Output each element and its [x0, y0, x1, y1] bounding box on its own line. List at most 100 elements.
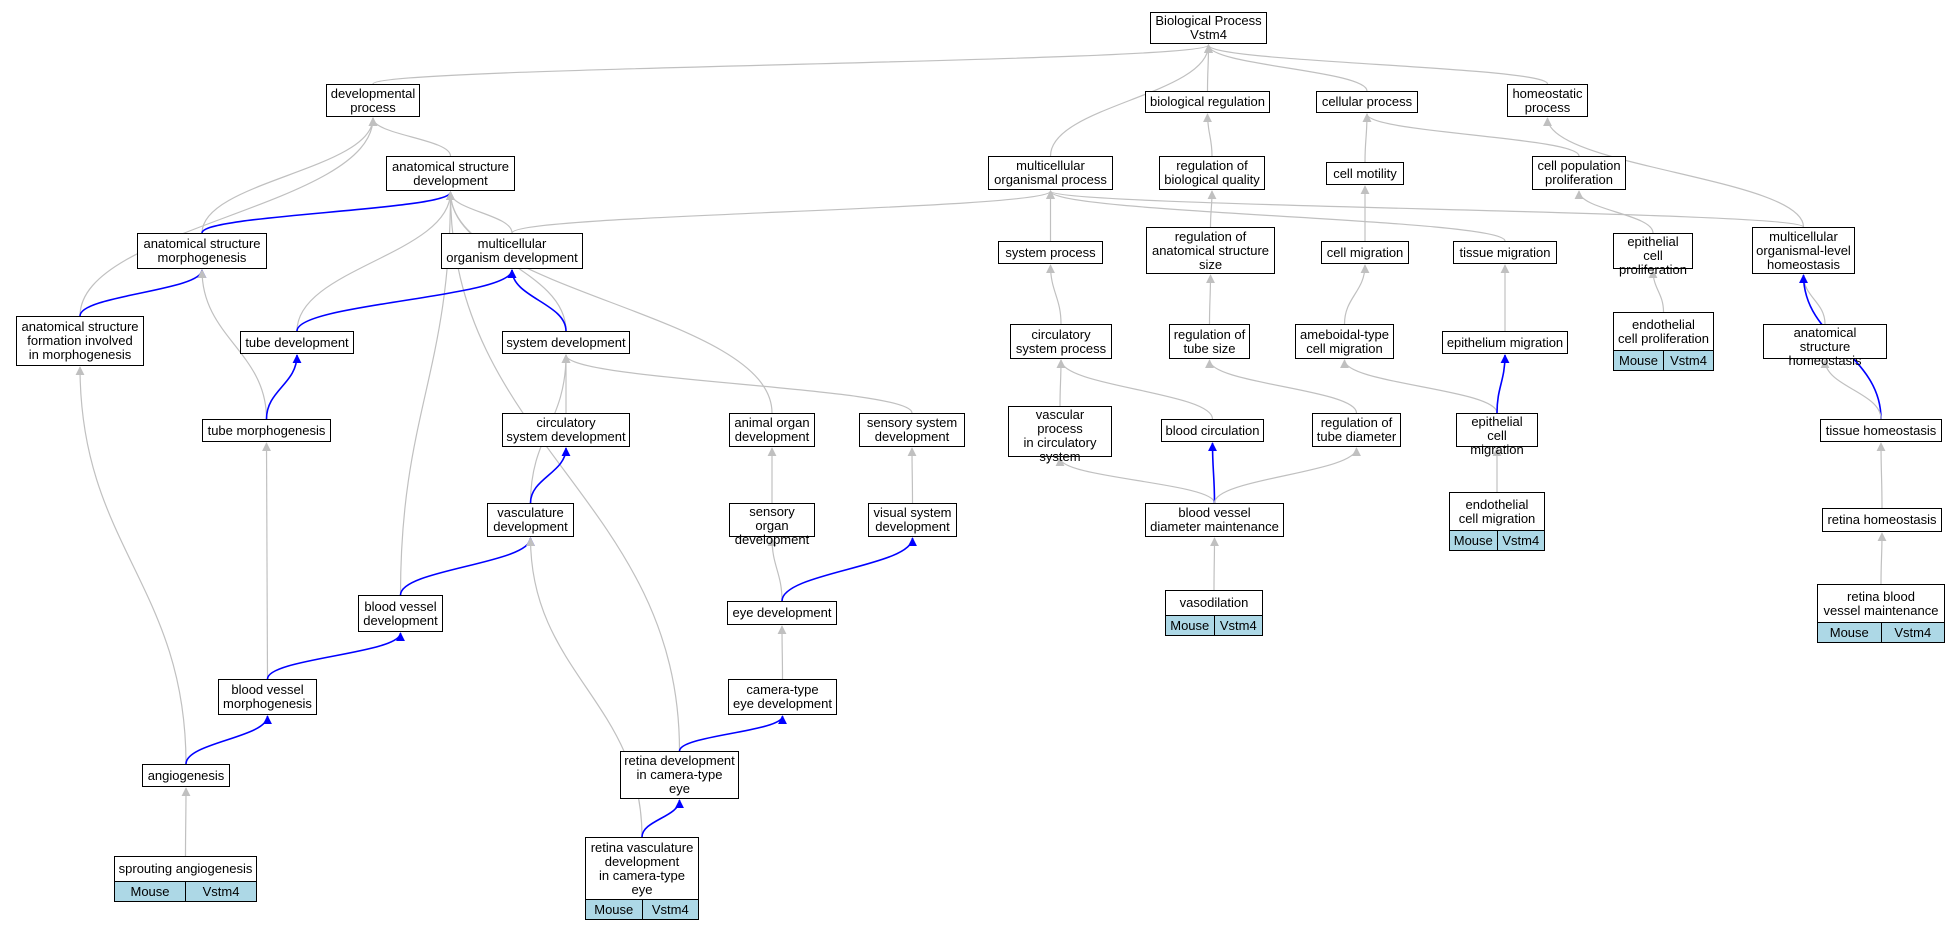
node-label: retina development in camera-type eye — [624, 753, 735, 796]
edge-rbvm-to-retinahomeo — [1877, 532, 1887, 585]
node-homeo[interactable]: homeostatic process — [1507, 84, 1588, 117]
node-label: cell motility — [1333, 165, 1397, 181]
node-label: blood circulation — [1165, 422, 1260, 438]
edge-devproc-to-bp — [372, 44, 1213, 85]
node-tissmig[interactable]: tissue migration — [1453, 241, 1557, 264]
node-ssd[interactable]: sensory system development — [859, 413, 965, 447]
node-asd[interactable]: anatomical structure development — [386, 156, 515, 191]
node-angio[interactable]: angiogenesis — [142, 764, 230, 787]
node-vsd[interactable]: visual system development — [868, 503, 957, 537]
node-vascdev[interactable]: vasculature development — [487, 503, 574, 537]
node-epicellmig[interactable]: epithelial cell migration — [1456, 413, 1538, 457]
node-rvdev[interactable]: retina vasculature development in camera… — [585, 837, 699, 920]
edge-mcop-to-bp — [1049, 44, 1213, 157]
edge-bvmorph-to-tubemorph — [262, 442, 272, 680]
node-label: circulatory system development — [506, 415, 626, 444]
node-bp[interactable]: Biological Process Vstm4 — [1150, 12, 1267, 44]
node-epiprolif[interactable]: epithelial cell proliferation — [1613, 233, 1693, 277]
edge-tisshomeo-to-ash — [1820, 359, 1882, 420]
node-tubedev[interactable]: tube development — [240, 331, 354, 354]
node-label: Biological Process Vstm4 — [1155, 13, 1262, 42]
node-label: endothelial cell proliferation — [1617, 316, 1710, 346]
node-cellpop[interactable]: cell population proliferation — [1532, 156, 1626, 190]
node-biolreg[interactable]: biological regulation — [1145, 91, 1270, 113]
node-aod[interactable]: animal organ development — [729, 413, 815, 447]
edge-eyedev-to-sod — [767, 537, 783, 602]
node-asfim[interactable]: anatomical structure formation involved … — [16, 316, 144, 366]
node-label: cellular process — [1321, 94, 1413, 109]
node-label: camera-type eye development — [732, 682, 832, 711]
node-vpcs[interactable]: vascular process in circulatory system — [1008, 406, 1112, 464]
node-cellproc[interactable]: cellular process — [1316, 91, 1418, 113]
node-tisshomeo[interactable]: tissue homeostasis — [1820, 419, 1942, 442]
node-sysproc[interactable]: system process — [998, 241, 1103, 264]
node-mcop[interactable]: multicellular organismal process — [988, 156, 1113, 190]
edge-tubemorph-to-tubedev — [265, 354, 302, 420]
node-label: cell population proliferation — [1537, 158, 1621, 187]
edge-vascdev-to-circdev — [529, 447, 571, 504]
node-label: homeostatic process — [1512, 85, 1583, 115]
node-circsys[interactable]: circulatory system process — [1010, 324, 1112, 359]
node-regbq[interactable]: regulation of biological quality — [1159, 156, 1265, 190]
node-label: endothelial cell migration — [1458, 496, 1536, 526]
node-label: angiogenesis — [147, 767, 225, 783]
node-label: circulatory system process — [1015, 326, 1107, 356]
node-label: regulation of anatomical structure size — [1151, 228, 1270, 272]
node-label: retina vasculature development in camera… — [590, 839, 694, 897]
node-label: retina homeostasis — [1827, 512, 1937, 527]
node-bvdm[interactable]: blood vessel diameter maintenance — [1145, 503, 1284, 537]
node-regtube[interactable]: regulation of tube size — [1169, 324, 1250, 359]
node-label: regulation of biological quality — [1164, 158, 1260, 187]
node-bloodcirc[interactable]: blood circulation — [1161, 419, 1264, 442]
node-sysdev[interactable]: system development — [502, 331, 630, 354]
edge-aod-to-asd — [446, 191, 773, 414]
edge-ash-to-mcolh — [1799, 274, 1826, 325]
node-regtd[interactable]: regulation of tube diameter — [1312, 413, 1401, 447]
annotation-organism: Mouse — [1453, 532, 1493, 548]
edge-vpcs-to-circsys — [1056, 359, 1066, 407]
edge-regtube-to-regass — [1205, 274, 1215, 325]
node-cellmig[interactable]: cell migration — [1321, 241, 1409, 264]
node-sod[interactable]: sensory organ development — [729, 503, 815, 547]
node-bvmorph[interactable]: blood vessel morphogenesis — [218, 679, 317, 715]
node-label: developmental process — [330, 85, 416, 115]
edge-tubemorph-to-asm — [197, 269, 268, 420]
node-label: anatomical structure homeostasis — [1788, 325, 1862, 368]
node-bvdev[interactable]: blood vessel development — [358, 595, 443, 632]
node-cellmot[interactable]: cell motility — [1326, 162, 1404, 185]
node-mcolh[interactable]: multicellular organismal-level homeostas… — [1752, 227, 1855, 274]
edge-ssd-to-sysdev — [561, 354, 913, 414]
edge-regbq-to-biolreg — [1203, 113, 1213, 157]
node-label: ameboidal-type cell migration — [1300, 326, 1389, 356]
edge-cellproc-to-bp — [1204, 44, 1368, 92]
node-camdev[interactable]: camera-type eye development — [728, 679, 837, 715]
node-retinahomeo[interactable]: retina homeostasis — [1822, 508, 1942, 532]
node-asm[interactable]: anatomical structure morphogenesis — [137, 233, 267, 269]
node-label: regulation of tube size — [1173, 326, 1246, 356]
edge-tubedev-to-asd — [296, 191, 455, 332]
node-circdev[interactable]: circulatory system development — [502, 413, 630, 447]
annotation-gene: Vstm4 — [1880, 623, 1945, 642]
node-eyedev[interactable]: eye development — [727, 601, 837, 625]
node-ash[interactable]: anatomical structure homeostasis — [1763, 324, 1887, 368]
node-devproc[interactable]: developmental process — [326, 84, 420, 117]
node-amoeb[interactable]: ameboidal-type cell migration — [1295, 324, 1394, 359]
node-tubemorph[interactable]: tube morphogenesis — [202, 419, 331, 442]
node-retdev[interactable]: retina development in camera-type eye — [620, 751, 739, 799]
node-epimig[interactable]: epithelium migration — [1442, 331, 1568, 354]
node-label: tissue migration — [1459, 244, 1551, 260]
node-mcod[interactable]: multicellular organism development — [441, 233, 583, 269]
annotation-organism: Mouse — [1170, 617, 1210, 633]
edge-endoprolif-to-epiprolif — [1648, 269, 1665, 313]
node-regass[interactable]: regulation of anatomical structure size — [1146, 227, 1275, 274]
annotation-gene: Vstm4 — [1213, 616, 1263, 635]
node-label: visual system development — [873, 505, 952, 534]
node-label: epithelial cell proliferation — [1619, 234, 1687, 277]
